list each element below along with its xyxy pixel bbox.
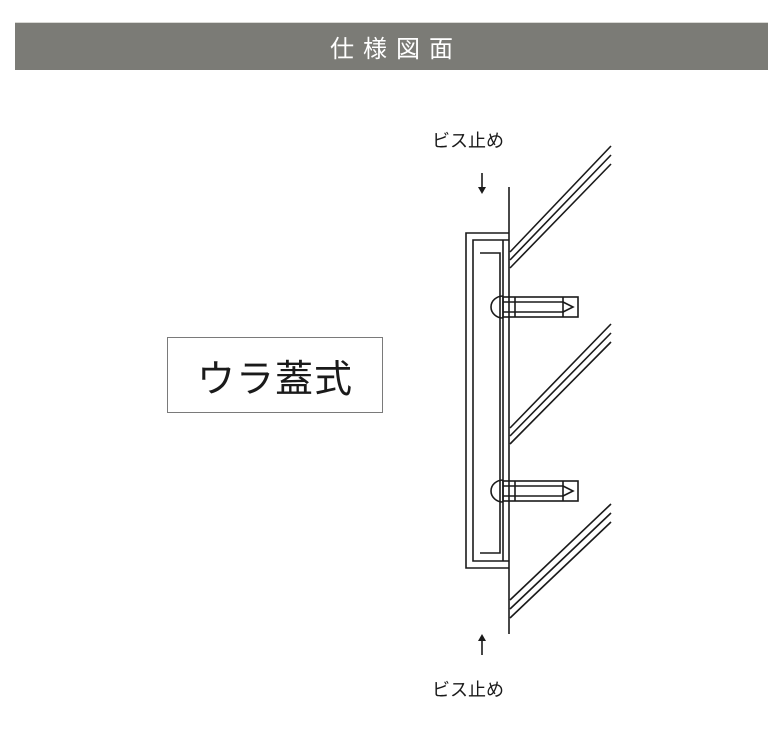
down-arrow-icon [478,173,486,194]
page-title: 仕様図面 [330,35,462,63]
mount-type-label: ウラ蓋式 [196,356,353,401]
wall-hatching [509,145,612,619]
top-screw-label: ビス止め [432,131,504,152]
screw-bottom-icon [490,479,579,503]
bottom-screw-label: ビス止め [432,680,504,701]
screw-top-icon [490,295,579,319]
mount-type-box: ウラ蓋式 [167,337,383,413]
header-bar: 仕様図面 [15,22,768,70]
sign-frame [465,232,509,569]
up-arrow-icon [478,634,486,655]
